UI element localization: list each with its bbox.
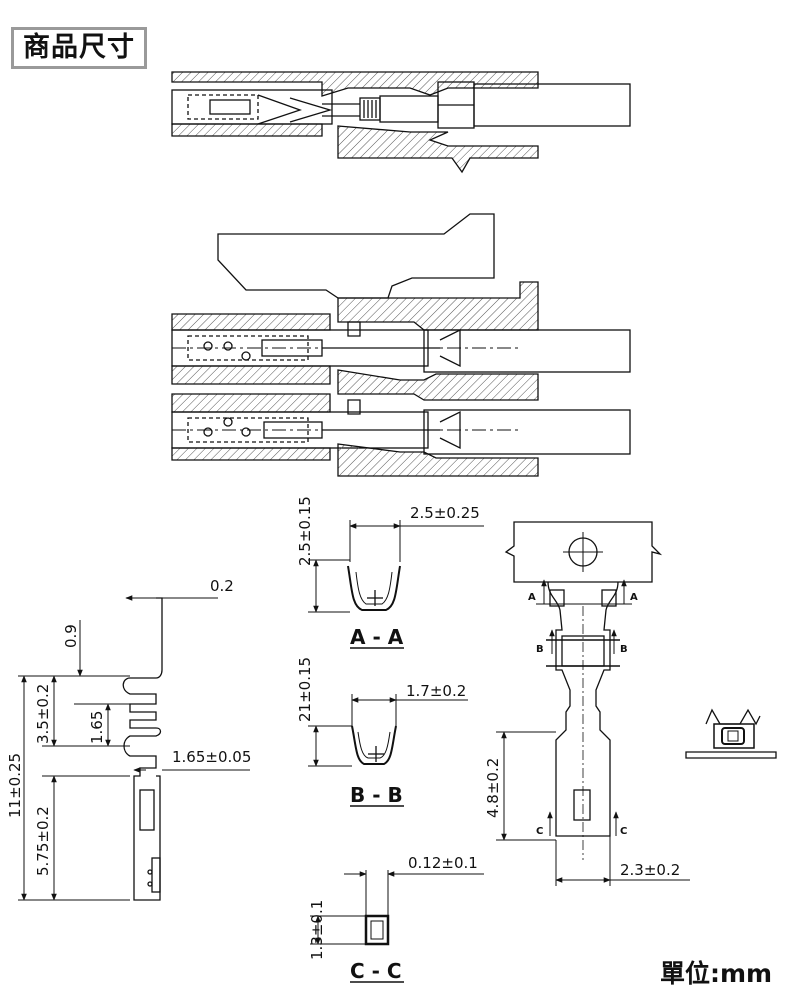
- dim-2-3: 2.3±0.2: [620, 861, 680, 879]
- double-side-view: [171, 213, 631, 477]
- dim-0-9: 0.9: [62, 624, 80, 648]
- section-mark-c-left: C: [536, 826, 543, 837]
- dim-bb-width: 1.7±0.2: [406, 682, 466, 700]
- dim-thickness: 0.2: [210, 577, 234, 595]
- dim-3-5: 3.5±0.2: [34, 684, 52, 744]
- dim-aa-height: 2.5±0.15: [296, 496, 314, 566]
- section-mark-a-left: A: [528, 592, 536, 603]
- terminal-end-view: [685, 708, 777, 759]
- title-box: 商品尺寸: [11, 27, 147, 69]
- terminal-side-profile: [18, 595, 250, 901]
- section-title-aa: A - A: [350, 625, 404, 649]
- section-title-bb: B - B: [350, 783, 403, 807]
- section-cc-view: [310, 870, 484, 946]
- section-mark-a-right: A: [630, 592, 638, 603]
- dim-aa-width: 2.5±0.25: [410, 504, 480, 522]
- dim-cc-thickness: 0.12±0.1: [408, 854, 478, 872]
- section-mark-b-right: B: [620, 644, 628, 655]
- section-aa-view: [308, 520, 484, 613]
- dim-5-75: 5.75±0.2: [34, 806, 52, 876]
- dim-1-65-width: 1.65±0.05: [172, 748, 251, 766]
- unit-label: 單位:mm: [660, 959, 773, 988]
- dim-cc-height: 1.3±0.1: [308, 900, 326, 960]
- top-side-view: [171, 71, 631, 174]
- dim-11: 11±0.25: [6, 753, 24, 818]
- section-mark-b-left: B: [536, 644, 544, 655]
- dim-bb-height: 21±0.15: [296, 657, 314, 722]
- section-title-cc: C - C: [350, 959, 402, 983]
- section-bb-view: [308, 694, 468, 767]
- section-mark-c-right: C: [620, 826, 627, 837]
- dim-4-8: 4.8±0.2: [484, 758, 502, 818]
- terminal-top-view: [496, 521, 690, 886]
- page-title: 商品尺寸: [23, 32, 135, 63]
- dim-1-65: 1.65: [88, 711, 106, 744]
